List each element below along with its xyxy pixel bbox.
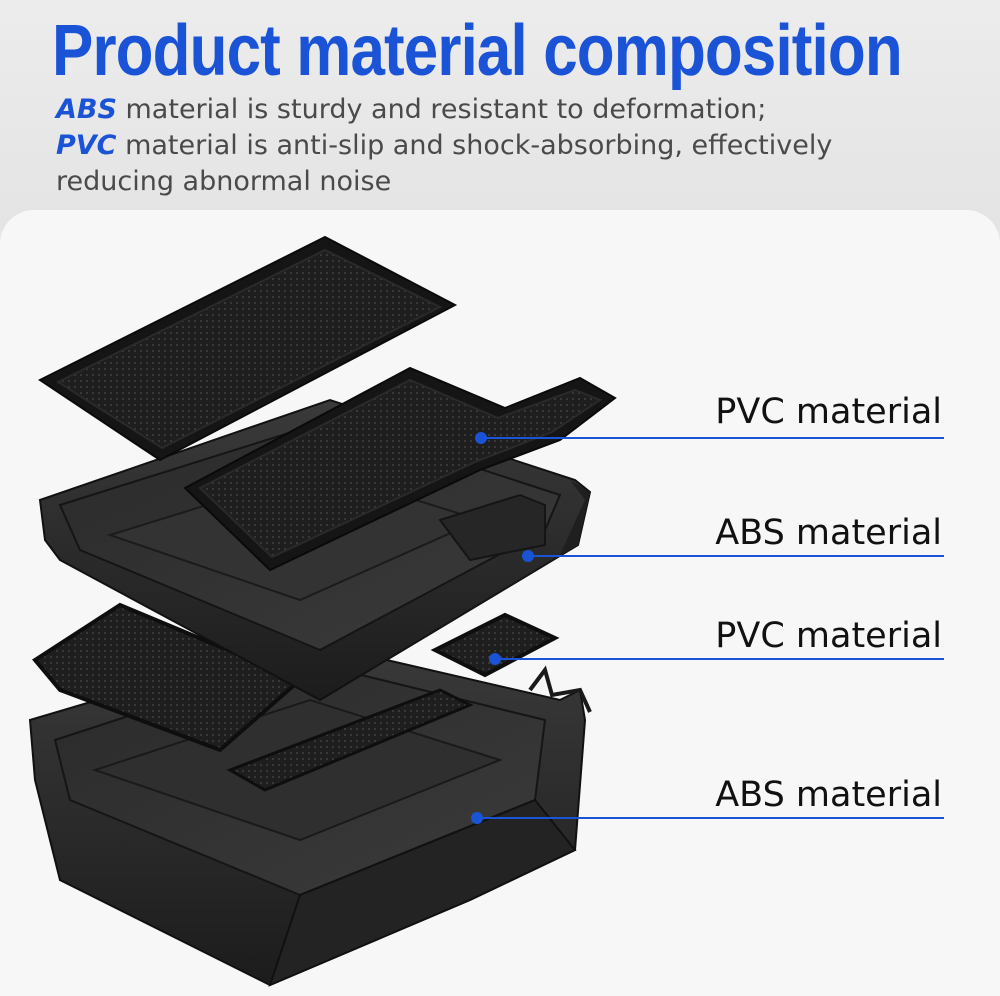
lower-pvc-mat <box>32 602 304 753</box>
description-line-2: PVC material is anti-slip and shock-abso… <box>56 128 832 164</box>
pvc-description: material is anti-slip and shock-absorbin… <box>116 130 833 161</box>
abs-keyword: ABS <box>56 94 117 125</box>
abs-description: material is sturdy and resistant to defo… <box>116 94 767 125</box>
pvc-keyword: PVC <box>56 130 117 161</box>
header-band: Product material composition ABS materia… <box>0 0 1000 230</box>
page-title: Product material composition <box>52 11 903 91</box>
description: ABS material is sturdy and resistant to … <box>56 92 832 200</box>
callout-label-abs-top: ABS material <box>715 513 942 553</box>
callout-pointers <box>471 432 944 824</box>
bottom-small-pvc-mat <box>226 688 474 792</box>
marker-dot <box>489 653 501 665</box>
top-pvc-mat <box>38 235 458 462</box>
callout-label-abs-bottom: ABS material <box>715 775 942 815</box>
description-line-3: reducing abnormal noise <box>56 166 392 197</box>
marker-dot <box>475 432 487 444</box>
middle-pvc-mat <box>183 366 617 572</box>
callout-label-pvc-top: PVC material <box>715 392 942 432</box>
marker-dot <box>471 812 483 824</box>
callout-label-pvc-bottom: PVC material <box>715 616 942 656</box>
description-line-1: ABS material is sturdy and resistant to … <box>56 92 832 128</box>
marker-dot <box>522 550 534 562</box>
lower-small-pvc-mat <box>430 612 560 678</box>
